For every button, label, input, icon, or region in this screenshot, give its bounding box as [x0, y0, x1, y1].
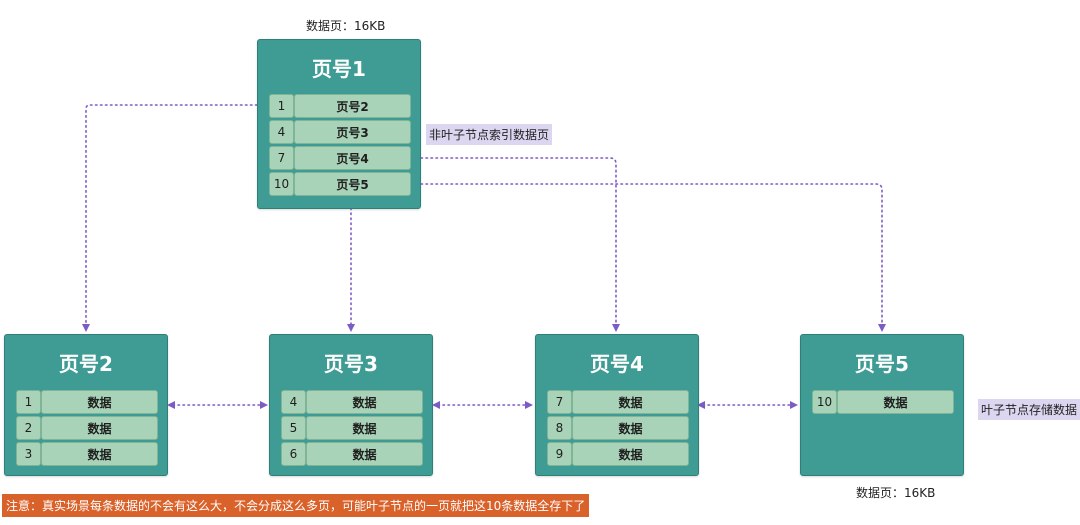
arrow-root-to-page2 — [82, 104, 258, 332]
root-row-3-key: 7 — [269, 146, 294, 170]
leaf-row-key: 1 — [16, 390, 41, 414]
leaf-row-key: 7 — [547, 390, 572, 414]
leaf-row-data: 数据 — [837, 390, 954, 414]
leaf-page-5: 页号5 10 数据 — [800, 334, 964, 476]
arrow-root-to-page5 — [420, 183, 886, 332]
leaf-row-key: 2 — [16, 416, 41, 440]
root-row-4-key: 10 — [269, 172, 294, 196]
leaf-row-data: 数据 — [306, 442, 423, 466]
leaf-page-title: 页号3 — [324, 352, 378, 376]
leaf-page-3: 页号3 4 数据 5 数据 6 数据 — [269, 334, 433, 476]
leaf-row-data: 数据 — [306, 390, 423, 414]
leaf-page-title: 页号5 — [855, 352, 909, 376]
root-row-1-key: 1 — [269, 94, 294, 118]
leaf-row-data: 数据 — [41, 442, 158, 466]
root-row-3-pointer: 页号4 — [294, 146, 411, 170]
leaf-row-data: 数据 — [572, 390, 689, 414]
root-row-2-pointer: 页号3 — [294, 120, 411, 144]
leaf-page-2: 页号2 1 数据 2 数据 3 数据 — [4, 334, 168, 476]
leaf-row-key: 6 — [281, 442, 306, 466]
root-row-2-key: 4 — [269, 120, 294, 144]
leaf-row-data: 数据 — [572, 442, 689, 466]
root-row-1-pointer: 页号2 — [294, 94, 411, 118]
leaf-row-key: 10 — [812, 390, 837, 414]
leaf-row-data: 数据 — [572, 416, 689, 440]
leaf-row-key: 3 — [16, 442, 41, 466]
leaf-page-4: 页号4 7 数据 8 数据 9 数据 — [535, 334, 699, 476]
leaf-row-data: 数据 — [41, 416, 158, 440]
leaf-row-data: 数据 — [306, 416, 423, 440]
leaf-row-key: 5 — [281, 416, 306, 440]
leaf-node-label: 叶子节点存储数据 — [978, 399, 1080, 420]
leaf-row-key: 4 — [281, 390, 306, 414]
leaf-page-title: 页号4 — [590, 352, 644, 376]
root-page-size-caption: 数据页：16KB — [306, 19, 386, 33]
root-row-4-pointer: 页号5 — [294, 172, 411, 196]
leaf-page-title: 页号2 — [59, 352, 113, 376]
leaf-row-data: 数据 — [41, 390, 158, 414]
leaf-page-size-caption: 数据页：16KB — [856, 486, 936, 500]
leaf-row-key: 8 — [547, 416, 572, 440]
root-index-page: 页号1 1 页号2 4 页号3 7 页号4 10 页号5 — [257, 39, 421, 209]
root-page-title: 页号1 — [312, 57, 366, 81]
leaf-row-key: 9 — [547, 442, 572, 466]
note-banner: 注意：真实场景每条数据的不会有这么大，不会分成这么多页，可能叶子节点的一页就把这… — [2, 494, 590, 517]
non-leaf-node-label: 非叶子节点索引数据页 — [426, 124, 553, 145]
